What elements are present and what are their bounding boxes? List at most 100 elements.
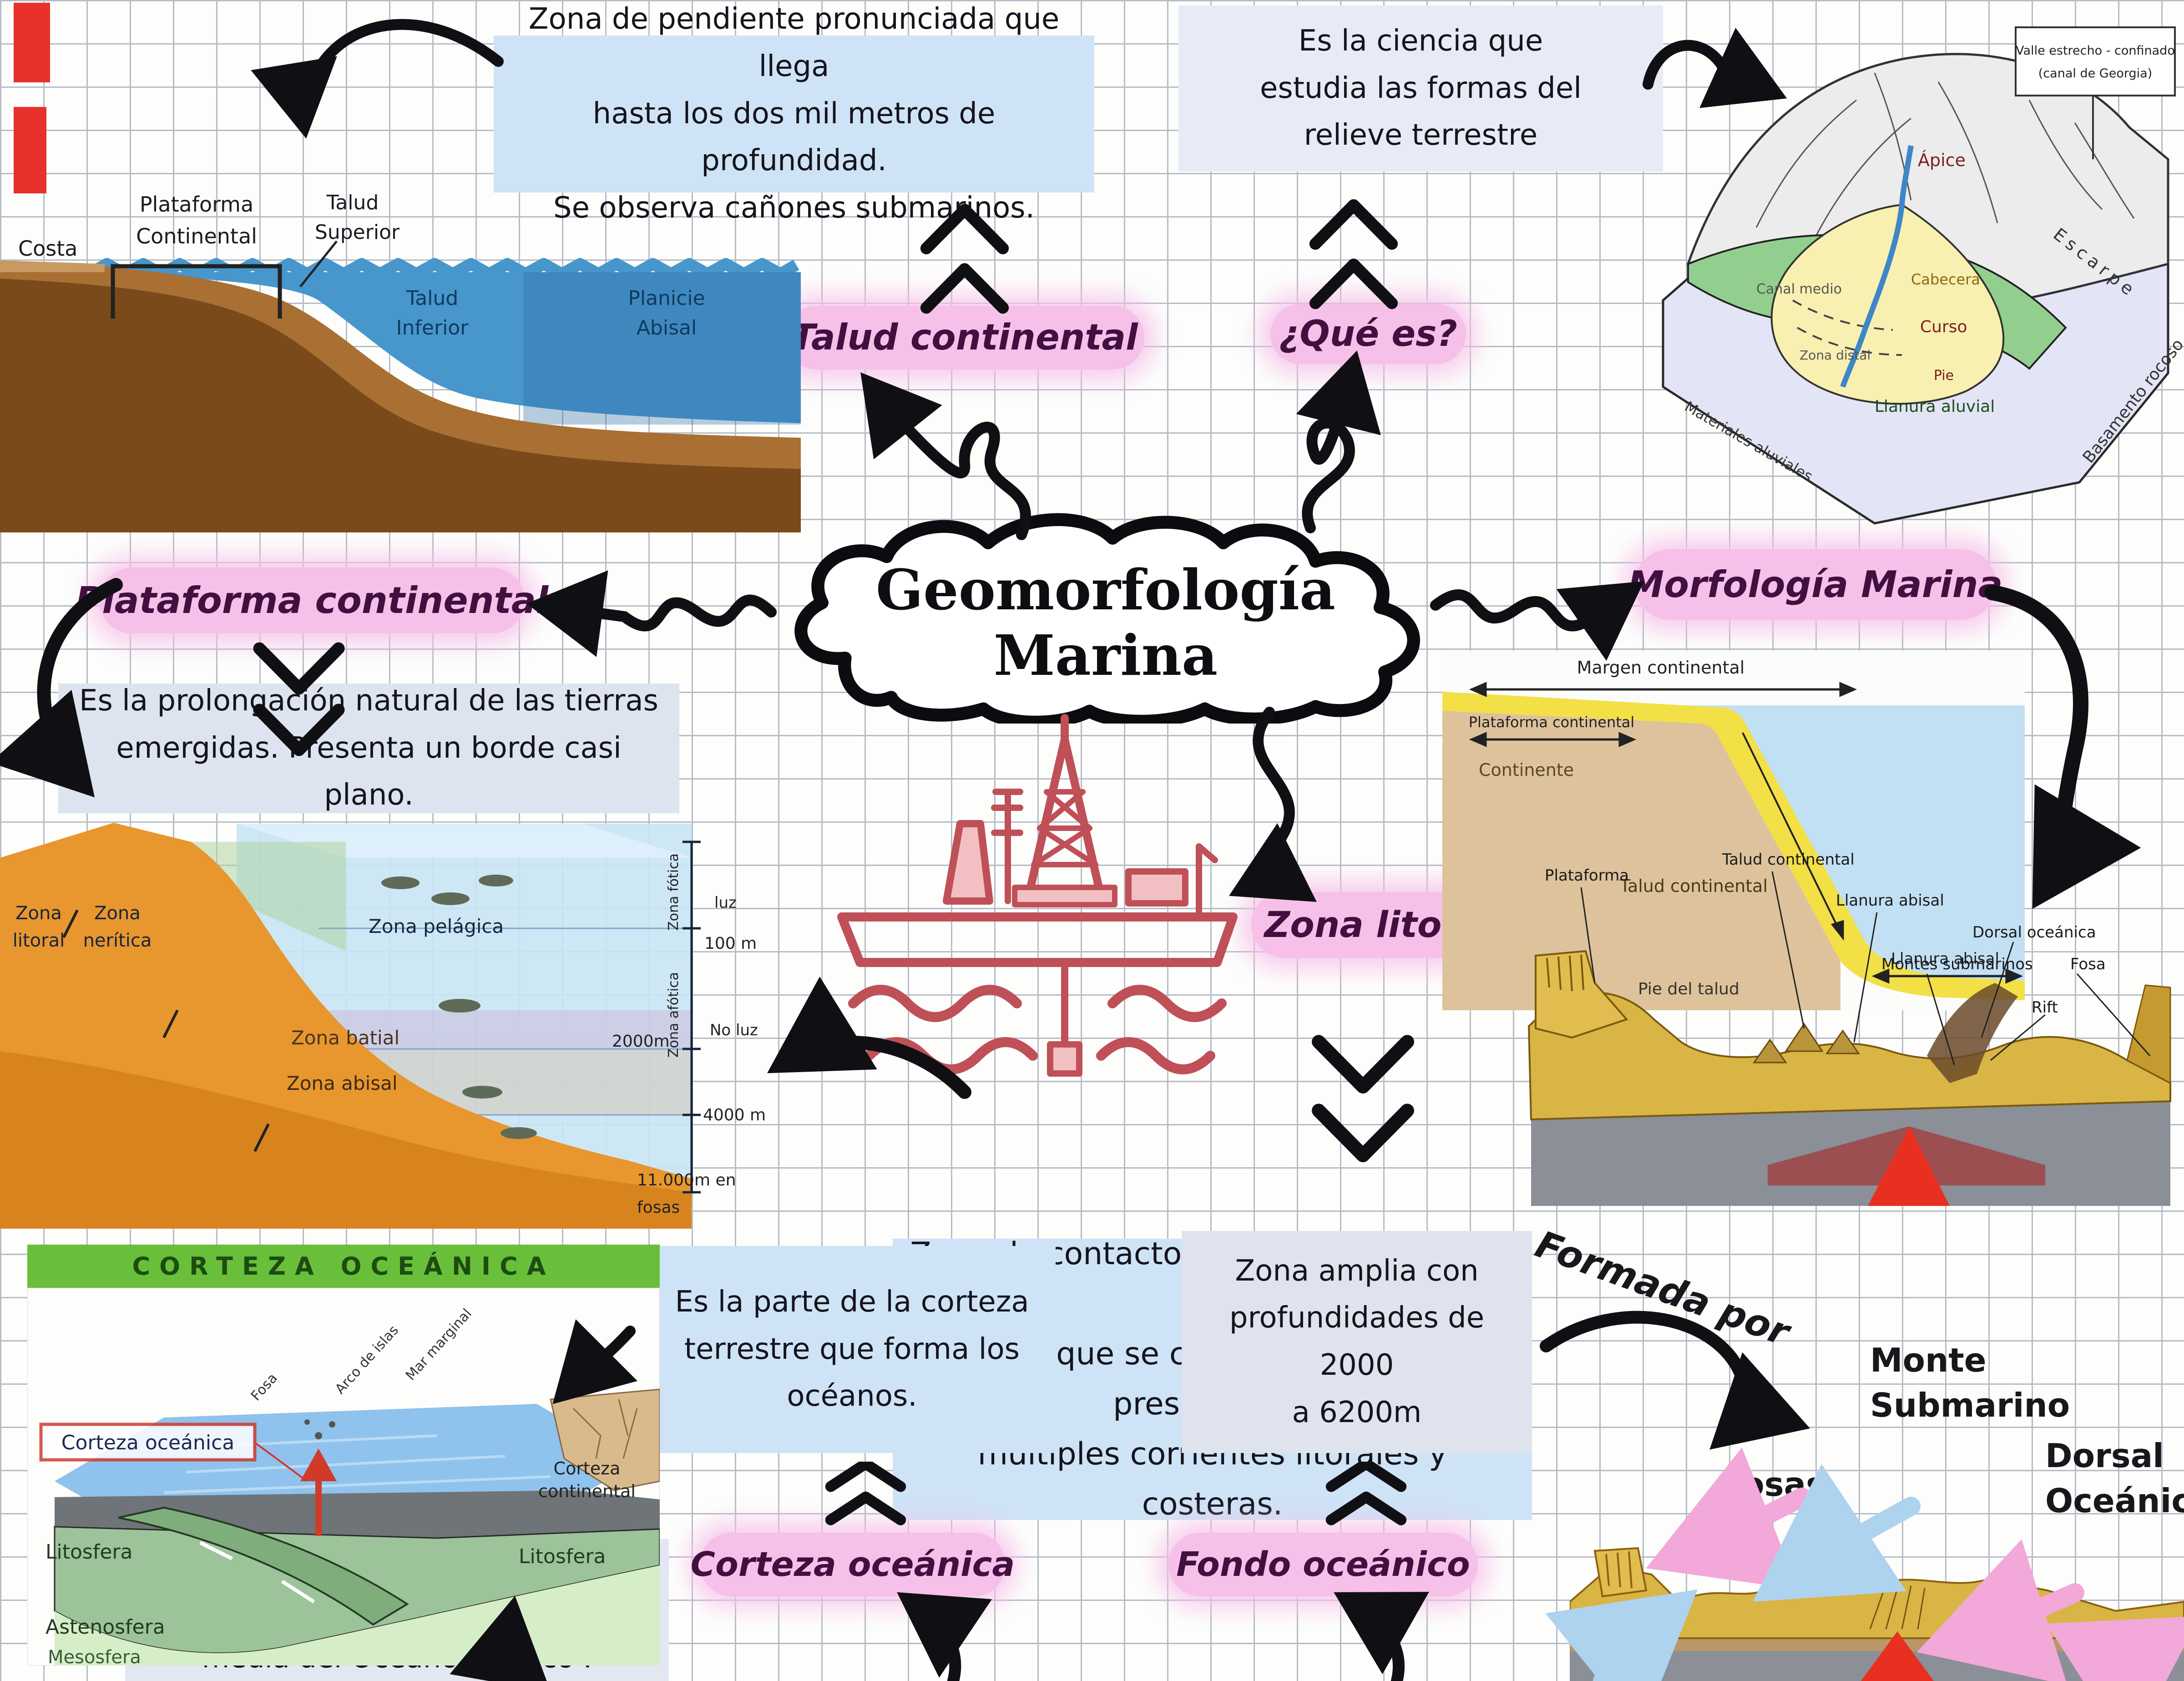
sf3d-montes: Montes submarinos (1881, 955, 2033, 973)
zone-litoral-1: Zona (15, 903, 62, 924)
red-edge-mark (14, 107, 46, 193)
sf3d-terrain (1527, 992, 2171, 1121)
land-mass (0, 278, 801, 532)
alluvial-canal: Canal medio (1756, 281, 1842, 297)
alluvial-cabecera: Cabecera (1911, 271, 1980, 288)
corteza-litosfera-der: Litosfera (519, 1545, 606, 1568)
label-text: Morfología Marina (1628, 563, 2003, 606)
label-text: Talud continental (791, 317, 1138, 358)
figure-seafloor-bottom (1570, 1547, 2184, 1681)
label-text: Fosas (1721, 1465, 1826, 1504)
slope-arrows (62, 909, 270, 1152)
label-text: Plataforma continental (75, 579, 549, 622)
yellow-fan (1770, 203, 2005, 405)
chevrons-down-zona-litoral (1312, 1035, 1414, 1163)
corteza-cont-2: continental (538, 1481, 636, 1501)
deep-sea-tint (523, 272, 801, 425)
sf3d-plataforma: Plataforma (1545, 866, 1629, 885)
corteza-title-bar (27, 1245, 660, 1288)
callout-line2: (canal de Georgia) (2038, 66, 2152, 81)
shelf-label-talud-inf2: Inferior (396, 316, 469, 339)
arrow-cloud-to-que-es-label (1296, 350, 1381, 533)
talud-def-line: Zona de pendiente pronunciada que llega (528, 2, 1060, 83)
rig-bow-mast (1196, 843, 1218, 920)
sf3d-llanura: Llanura abisal (1836, 891, 1944, 910)
margin-crust (1442, 692, 2025, 1000)
shelf-label-planicie2: Abisal (637, 316, 697, 339)
rig-drill-bit (1047, 1041, 1082, 1077)
axis-luz: luz (714, 894, 737, 912)
axis-4000m: 4000 m (703, 1106, 766, 1124)
shelf-label-talud-sup: Talud (326, 191, 379, 214)
zone-pelagica: Zona pelágica (369, 915, 504, 937)
label-monte-submarino: Monte Submarino (1870, 1338, 2070, 1428)
cloud-title-line2: Marina (993, 622, 1218, 688)
arrow-cloud-to-morfologia-label (1430, 581, 1644, 661)
sf3d-right-slope (2126, 984, 2171, 1084)
sf3d-ridge (1927, 983, 2018, 1083)
margin-land (1442, 711, 1840, 1010)
fondo-def-line: Zona amplia con (1235, 1254, 1479, 1288)
sf3d-callout-lines (1580, 871, 2151, 1065)
corteza-def-line: terrestre que forma los (684, 1332, 1020, 1366)
green-tint (191, 842, 346, 951)
corteza-def-line: Es la parte de la corteza (675, 1285, 1029, 1319)
figure-ocean-zones: Zona litoral Zona nerítica Zona pelágica… (0, 823, 766, 1229)
label-text: Dorsal (2045, 1437, 2164, 1475)
plataforma-def-line: Es la prolongación natural de las tierra… (79, 684, 658, 718)
arrow-up-to-fondo-label (1334, 1592, 1429, 1681)
figure-continental-margin: Margen continental Plataforma continenta… (1442, 651, 2025, 1010)
corteza-cont-1: Corteza (554, 1458, 621, 1478)
sea-water (89, 272, 801, 423)
fondo-def-line: profundidades de 2000 (1229, 1301, 1485, 1382)
bracket (111, 264, 282, 319)
chevrons-up-que-es (1309, 199, 1398, 309)
label-dorsal-oceanica: Dorsal Oceánica (2045, 1433, 2184, 1524)
shelf-upper-layer (0, 260, 801, 469)
corteza-label-box (39, 1423, 257, 1462)
dimension-arrows (1469, 682, 2023, 984)
margin-water (1529, 705, 2025, 987)
corteza-definition-box: Es la parte de la corteza terrestre que … (648, 1246, 1056, 1453)
volcano (300, 1448, 337, 1481)
margin-label-llanura: Llanura abisal (1891, 950, 1999, 968)
sf3d-rift: Rift (2032, 998, 2058, 1017)
chevrons-up-talud (920, 203, 1009, 314)
rig-waves-1 (848, 985, 1227, 1022)
que-es-definition-box: Es la ciencia que estudia las formas del… (1178, 5, 1663, 172)
margin-label-pie: Pie del talud (1638, 980, 1739, 998)
figure-seafloor-3d: Plataforma Talud continental Llanura abi… (1527, 851, 2171, 1206)
sfb-guyot (1593, 1547, 1648, 1598)
shelf-label-talud-inf: Talud (406, 287, 459, 310)
chevrons-up-fondo (1325, 1462, 1407, 1525)
figure-alluvial-fan: Valle estrecho - confinado (canal de Geo… (1662, 26, 2184, 525)
arrow-cloud-to-zona-litoral-label (1228, 707, 1317, 902)
eruption-dots (304, 1419, 335, 1439)
corteza-label-leader (254, 1442, 308, 1482)
plataforma-definition-box: Es la prolongación natural de las tierra… (58, 684, 679, 813)
corteza-litosfera-izq: Litosfera (46, 1540, 132, 1564)
oil-rig-icon (837, 714, 1238, 1077)
sf3d-seamounts (1753, 1023, 1860, 1063)
que-es-def-line: Es la ciencia que (1298, 24, 1543, 58)
label-morfologia-marina: Morfología Marina (1628, 549, 2003, 620)
label-plataforma-continental: Plataforma continental (76, 567, 548, 633)
figure-corteza-oceanica: CORTEZA OCEÁNICA Corteza oceánica Cortez… (27, 1245, 660, 1666)
rig-hull (837, 912, 1238, 967)
margin-label-plataforma: Plataforma continental (1469, 714, 1635, 731)
alluvial-zona-distal: Zona distal (1800, 348, 1871, 363)
red-edge-mark (14, 3, 50, 82)
axis-fosas-1: 11.000m en (637, 1171, 736, 1190)
arrow-cloud-to-plataforma-label (526, 570, 777, 657)
arrow-up-to-corteza-label (897, 1592, 992, 1681)
label-text: Submarino (1870, 1386, 2070, 1425)
margin-label-talud: Talud continental (1619, 876, 1768, 896)
chevrons-up-corteza (825, 1462, 906, 1525)
shelf-label-plataforma: Plataforma (140, 192, 253, 217)
margin-label-continente: Continente (1479, 760, 1574, 780)
sf3d-guyot (1535, 950, 1628, 1039)
shelf-label-costa: Costa (18, 236, 77, 261)
cloud-title: Geomorfología Marina (801, 557, 1410, 689)
rig-cabin (1125, 868, 1188, 906)
callout-box (2015, 26, 2176, 96)
